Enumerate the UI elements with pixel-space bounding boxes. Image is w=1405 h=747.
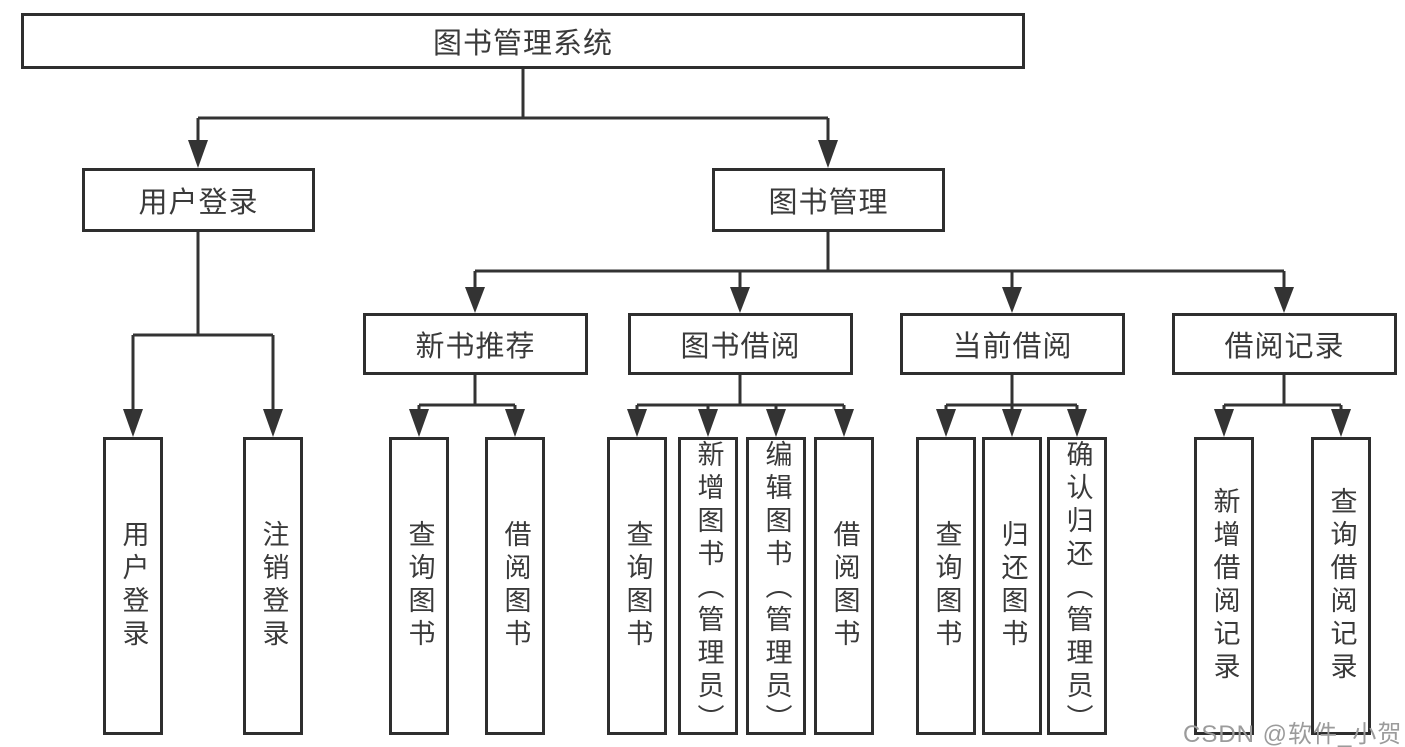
arrowhead (936, 409, 956, 437)
leaf-current-confirm-return-admin: 确认归还（管理员） (1047, 437, 1107, 737)
leaf-newbook-query-books: 查询图书 (389, 437, 449, 735)
connector-current-to-leaves (944, 375, 1079, 411)
leaf-newbook-borrow-books: 借阅图书 (485, 437, 545, 735)
connector-newbook-to-leaves (417, 375, 517, 411)
arrowhead (1002, 409, 1022, 437)
arrowhead (1274, 287, 1294, 313)
node-book-borrow: 图书借阅 (628, 313, 853, 375)
connector-root-to-level2 (196, 69, 830, 142)
arrowhead (1214, 409, 1234, 437)
node-current-borrow: 当前借阅 (900, 313, 1125, 375)
leaf-logout: 注销登录 (243, 437, 303, 735)
arrowhead (818, 140, 838, 168)
arrowhead (123, 409, 143, 437)
arrowhead (1002, 287, 1022, 313)
leaf-user-login: 用户登录 (103, 437, 163, 735)
connector-borrow-to-leaves (635, 375, 846, 411)
leaf-borrow-add-books-admin: 新增图书（管理员） (678, 437, 738, 737)
leaf-borrow-borrow-books: 借阅图书 (814, 437, 874, 735)
connector-login-to-leaves (131, 232, 275, 411)
node-new-book-recommend: 新书推荐 (363, 313, 588, 375)
arrowhead (409, 409, 429, 437)
arrowhead (465, 287, 485, 313)
connector-records-to-leaves (1222, 375, 1343, 411)
node-library-management-system: 图书管理系统 (21, 13, 1025, 69)
arrowhead (766, 409, 786, 437)
arrowhead (263, 409, 283, 437)
arrowhead (1331, 409, 1351, 437)
arrowhead (188, 140, 208, 168)
arrowhead (834, 409, 854, 437)
leaf-borrow-query-books: 查询图书 (607, 437, 667, 735)
leaf-current-query-books: 查询图书 (916, 437, 976, 735)
leaf-records-query-borrow-record: 查询借阅记录 (1311, 437, 1371, 735)
arrowhead (698, 409, 718, 437)
arrowhead (1067, 409, 1087, 437)
leaf-current-return-books: 归还图书 (982, 437, 1042, 735)
node-borrow-records: 借阅记录 (1172, 313, 1397, 375)
node-user-login: 用户登录 (82, 168, 315, 232)
leaf-records-add-borrow-record: 新增借阅记录 (1194, 437, 1254, 735)
csdn-watermark: CSDN @软件_小贺同学 (1183, 721, 1403, 747)
connector-mgmt-to-level3 (473, 232, 1286, 289)
arrowhead (730, 287, 750, 313)
arrowhead (505, 409, 525, 437)
node-book-management: 图书管理 (712, 168, 945, 232)
leaf-borrow-edit-books-admin: 编辑图书（管理员） (746, 437, 806, 737)
arrowhead (627, 409, 647, 437)
